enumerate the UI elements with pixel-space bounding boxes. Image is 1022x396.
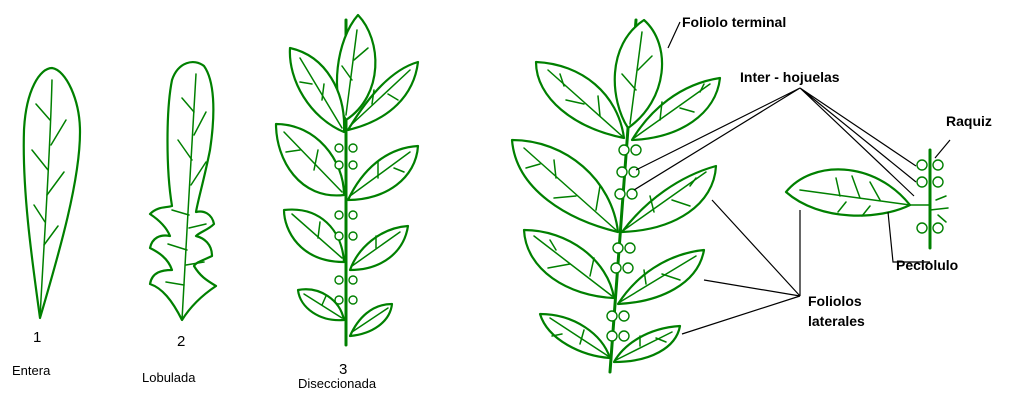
leaf-lobulada [150,62,216,320]
label-laterales: laterales [808,313,865,329]
leaf-type-3-caption: Diseccionada [298,376,377,391]
label-foliolo-terminal: Foliolo terminal [682,14,786,30]
inter-leaflet-buds-large [607,145,641,341]
label-inter-hojuelas: Inter - hojuelas [740,69,840,85]
compound-leaf-large [512,20,720,372]
leaf-type-2-caption: Lobulada [142,370,196,385]
leaf-type-1-number: 1 [33,329,41,346]
label-raquiz: Raquiz [946,113,992,129]
label-foliolos: Foliolos [808,293,862,309]
leaf-type-1-caption: Entera [12,363,51,378]
rachis-detail [786,150,948,248]
label-peciolulo: Peciolulo [896,257,958,273]
leaf-entera [24,68,80,318]
leaf-type-2-number: 2 [177,333,185,350]
leaf-diseccionada [276,15,418,345]
